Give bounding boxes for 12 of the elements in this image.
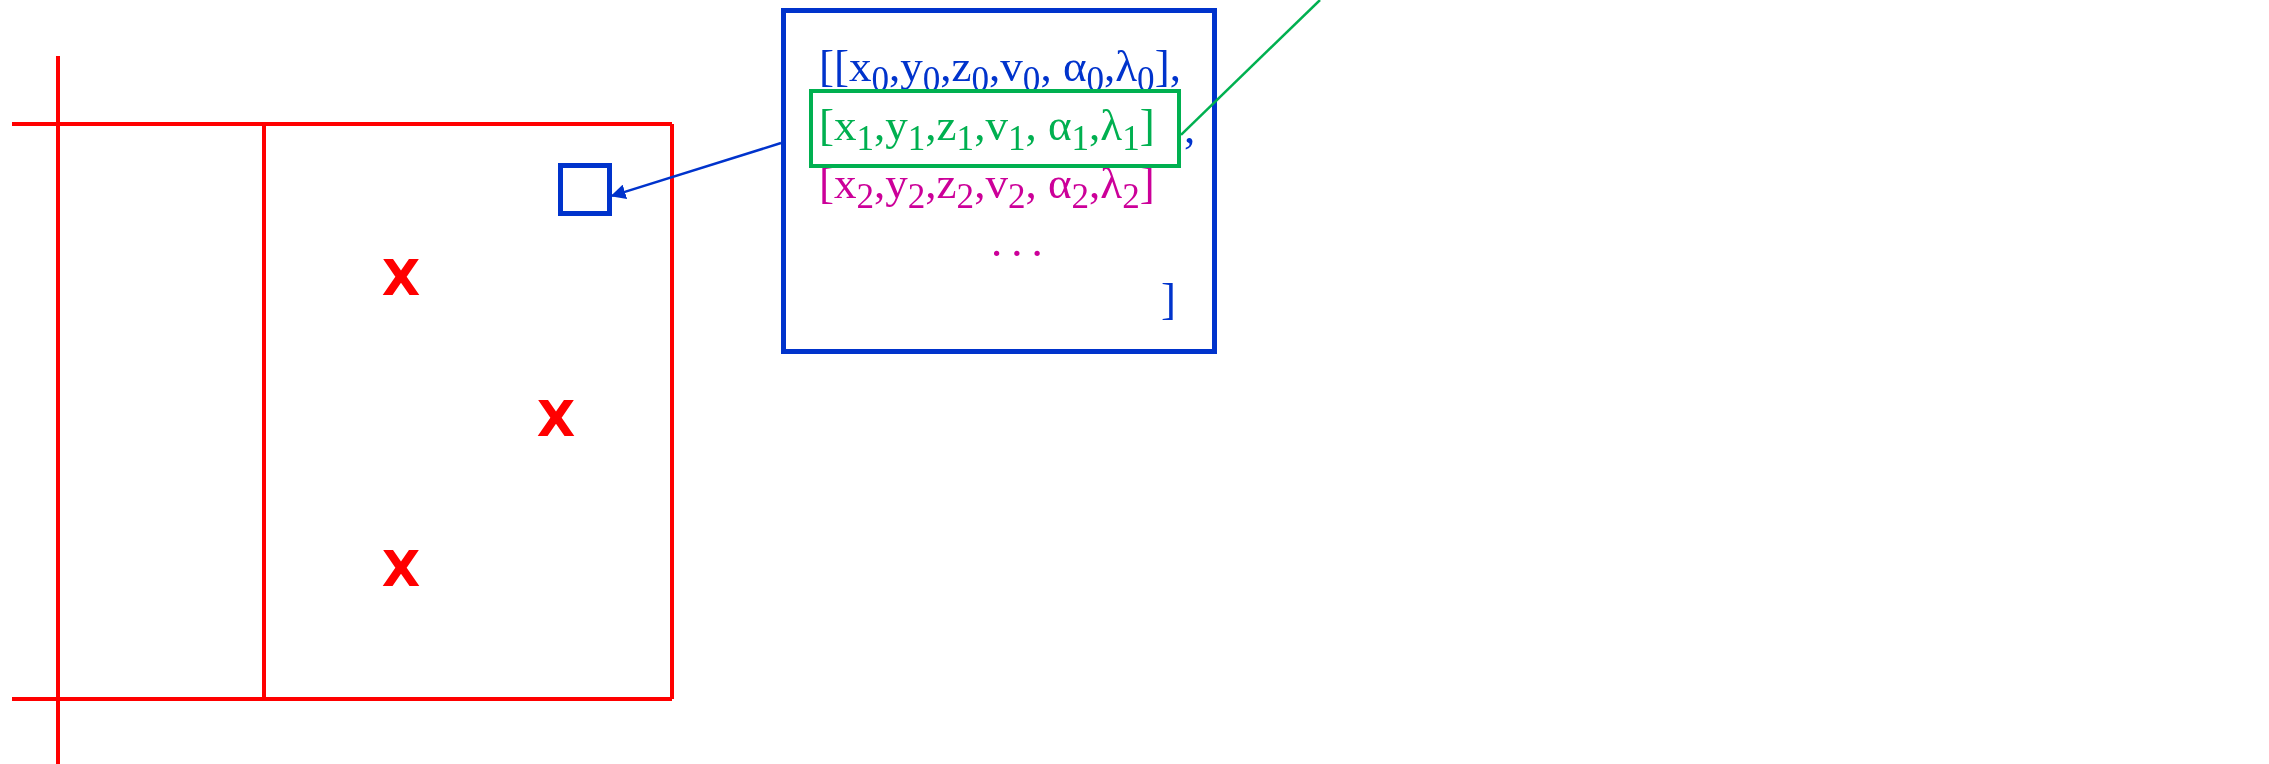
array-row-text: [x$_{1}$,y$_{1}$,z$_{1}$,v$_{1}$, α$_{1}$,λ$_{1}$] <box>819 102 1155 148</box>
x-mark: X <box>381 253 421 303</box>
highlight-box <box>809 89 1181 168</box>
x-mark: X <box>381 544 421 594</box>
array-box <box>781 8 1217 354</box>
x-mark: X <box>536 394 576 444</box>
bracket-text: ] <box>1161 276 1176 322</box>
square-box <box>558 163 612 216</box>
ellipsis-text: ... <box>991 218 1052 264</box>
connector-line <box>1180 0 1321 136</box>
comma-text: , <box>1184 105 1196 151</box>
arrow <box>610 141 782 199</box>
